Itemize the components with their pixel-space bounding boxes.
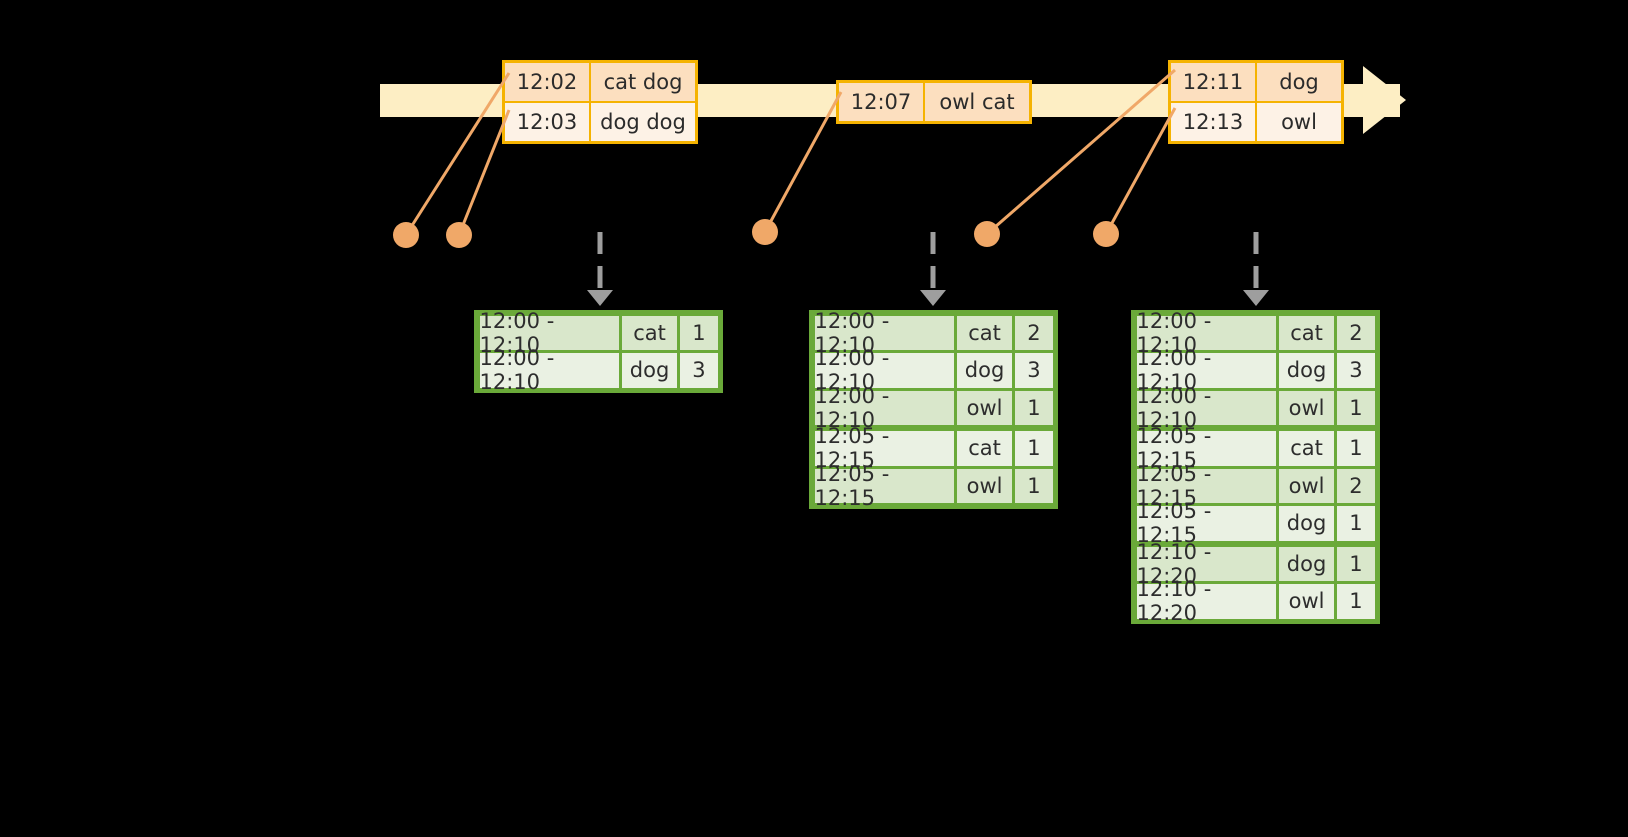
cell-count: 2 — [1015, 315, 1053, 350]
cell-count: 1 — [1337, 431, 1375, 466]
event-dot-icon — [1093, 221, 1119, 247]
cell-word: cat — [956, 315, 1013, 350]
event-time: 12:07 — [839, 83, 925, 121]
cell-word: dog — [1278, 353, 1335, 388]
cell-window: 12:00 - 12:10 — [814, 384, 954, 432]
event-time: 12:11 — [1171, 63, 1257, 101]
event-dot-icon — [393, 222, 419, 248]
cell-word: owl — [956, 390, 1013, 425]
event-words: owl cat — [925, 83, 1029, 121]
cell-window: 12:00 - 12:10 — [479, 309, 619, 357]
cell-count: 1 — [1015, 390, 1053, 425]
cell-window: 12:00 - 12:10 — [1136, 309, 1276, 357]
event-row[interactable]: 12:02 cat dog — [505, 63, 695, 101]
timeline-arrow-head-icon — [1363, 66, 1406, 134]
event-dot-icon — [752, 219, 778, 245]
cell-count: 3 — [1015, 353, 1053, 388]
process-arrow-head-icon — [920, 290, 946, 306]
process-arrow-head-icon — [1243, 290, 1269, 306]
cell-window: 12:00 - 12:10 — [1136, 384, 1276, 432]
cell-word: dog — [1278, 506, 1335, 541]
cell-window: 12:05 - 12:15 — [1136, 424, 1276, 472]
event-words: cat dog — [591, 63, 695, 101]
cell-window: 12:10 - 12:20 — [1136, 577, 1276, 625]
event-row[interactable]: 12:03 dog dog — [505, 101, 695, 141]
event-time: 12:13 — [1171, 103, 1257, 141]
cell-word: cat — [1278, 315, 1335, 350]
cell-window: 12:05 - 12:15 — [814, 424, 954, 472]
cell-window: 12:00 - 12:10 — [814, 309, 954, 357]
cell-count: 2 — [1337, 315, 1375, 350]
cell-count: 1 — [1337, 546, 1375, 581]
cell-count: 1 — [1015, 431, 1053, 466]
cell-window: 12:00 - 12:10 — [814, 346, 954, 394]
cell-window: 12:00 - 12:10 — [1136, 346, 1276, 394]
cell-count: 1 — [680, 315, 718, 350]
event-words: dog dog — [591, 103, 695, 141]
cell-word: cat — [1278, 431, 1335, 466]
cell-word: dog — [956, 353, 1013, 388]
cell-count: 2 — [1337, 468, 1375, 503]
cell-window: 12:00 - 12:10 — [479, 346, 619, 394]
event-group-1[interactable]: 12:02 cat dog 12:03 dog dog — [502, 60, 698, 144]
cell-word: owl — [1278, 390, 1335, 425]
cell-word: dog — [621, 353, 678, 388]
event-time: 12:03 — [505, 103, 591, 141]
event-dot-icon — [446, 222, 472, 248]
cell-count: 1 — [1337, 390, 1375, 425]
cell-count: 1 — [1015, 468, 1053, 503]
event-row[interactable]: 12:11 dog — [1171, 63, 1341, 101]
connector-line — [1104, 107, 1177, 235]
event-dot-icon — [974, 221, 1000, 247]
cell-count: 3 — [1337, 353, 1375, 388]
event-time: 12:02 — [505, 63, 591, 101]
cell-word: owl — [956, 468, 1013, 503]
cell-word: cat — [956, 431, 1013, 466]
cell-count: 1 — [1337, 584, 1375, 619]
cell-word: cat — [621, 315, 678, 350]
event-group-2[interactable]: 12:07 owl cat — [836, 80, 1032, 124]
event-row[interactable]: 12:07 owl cat — [839, 83, 1029, 121]
cell-window: 12:10 - 12:20 — [1136, 540, 1276, 588]
process-arrow-head-icon — [587, 290, 613, 306]
cell-word: owl — [1278, 584, 1335, 619]
cell-window: 12:05 - 12:15 — [1136, 462, 1276, 510]
cell-word: owl — [1278, 468, 1335, 503]
cell-count: 1 — [1337, 506, 1375, 541]
cell-word: dog — [1278, 546, 1335, 581]
cell-count: 3 — [680, 353, 718, 388]
event-words: owl — [1257, 103, 1341, 141]
cell-window: 12:05 - 12:15 — [814, 462, 954, 510]
event-words: dog — [1257, 63, 1341, 101]
cell-window: 12:05 - 12:15 — [1136, 499, 1276, 547]
event-row[interactable]: 12:13 owl — [1171, 101, 1341, 141]
event-group-3[interactable]: 12:11 dog 12:13 owl — [1168, 60, 1344, 144]
